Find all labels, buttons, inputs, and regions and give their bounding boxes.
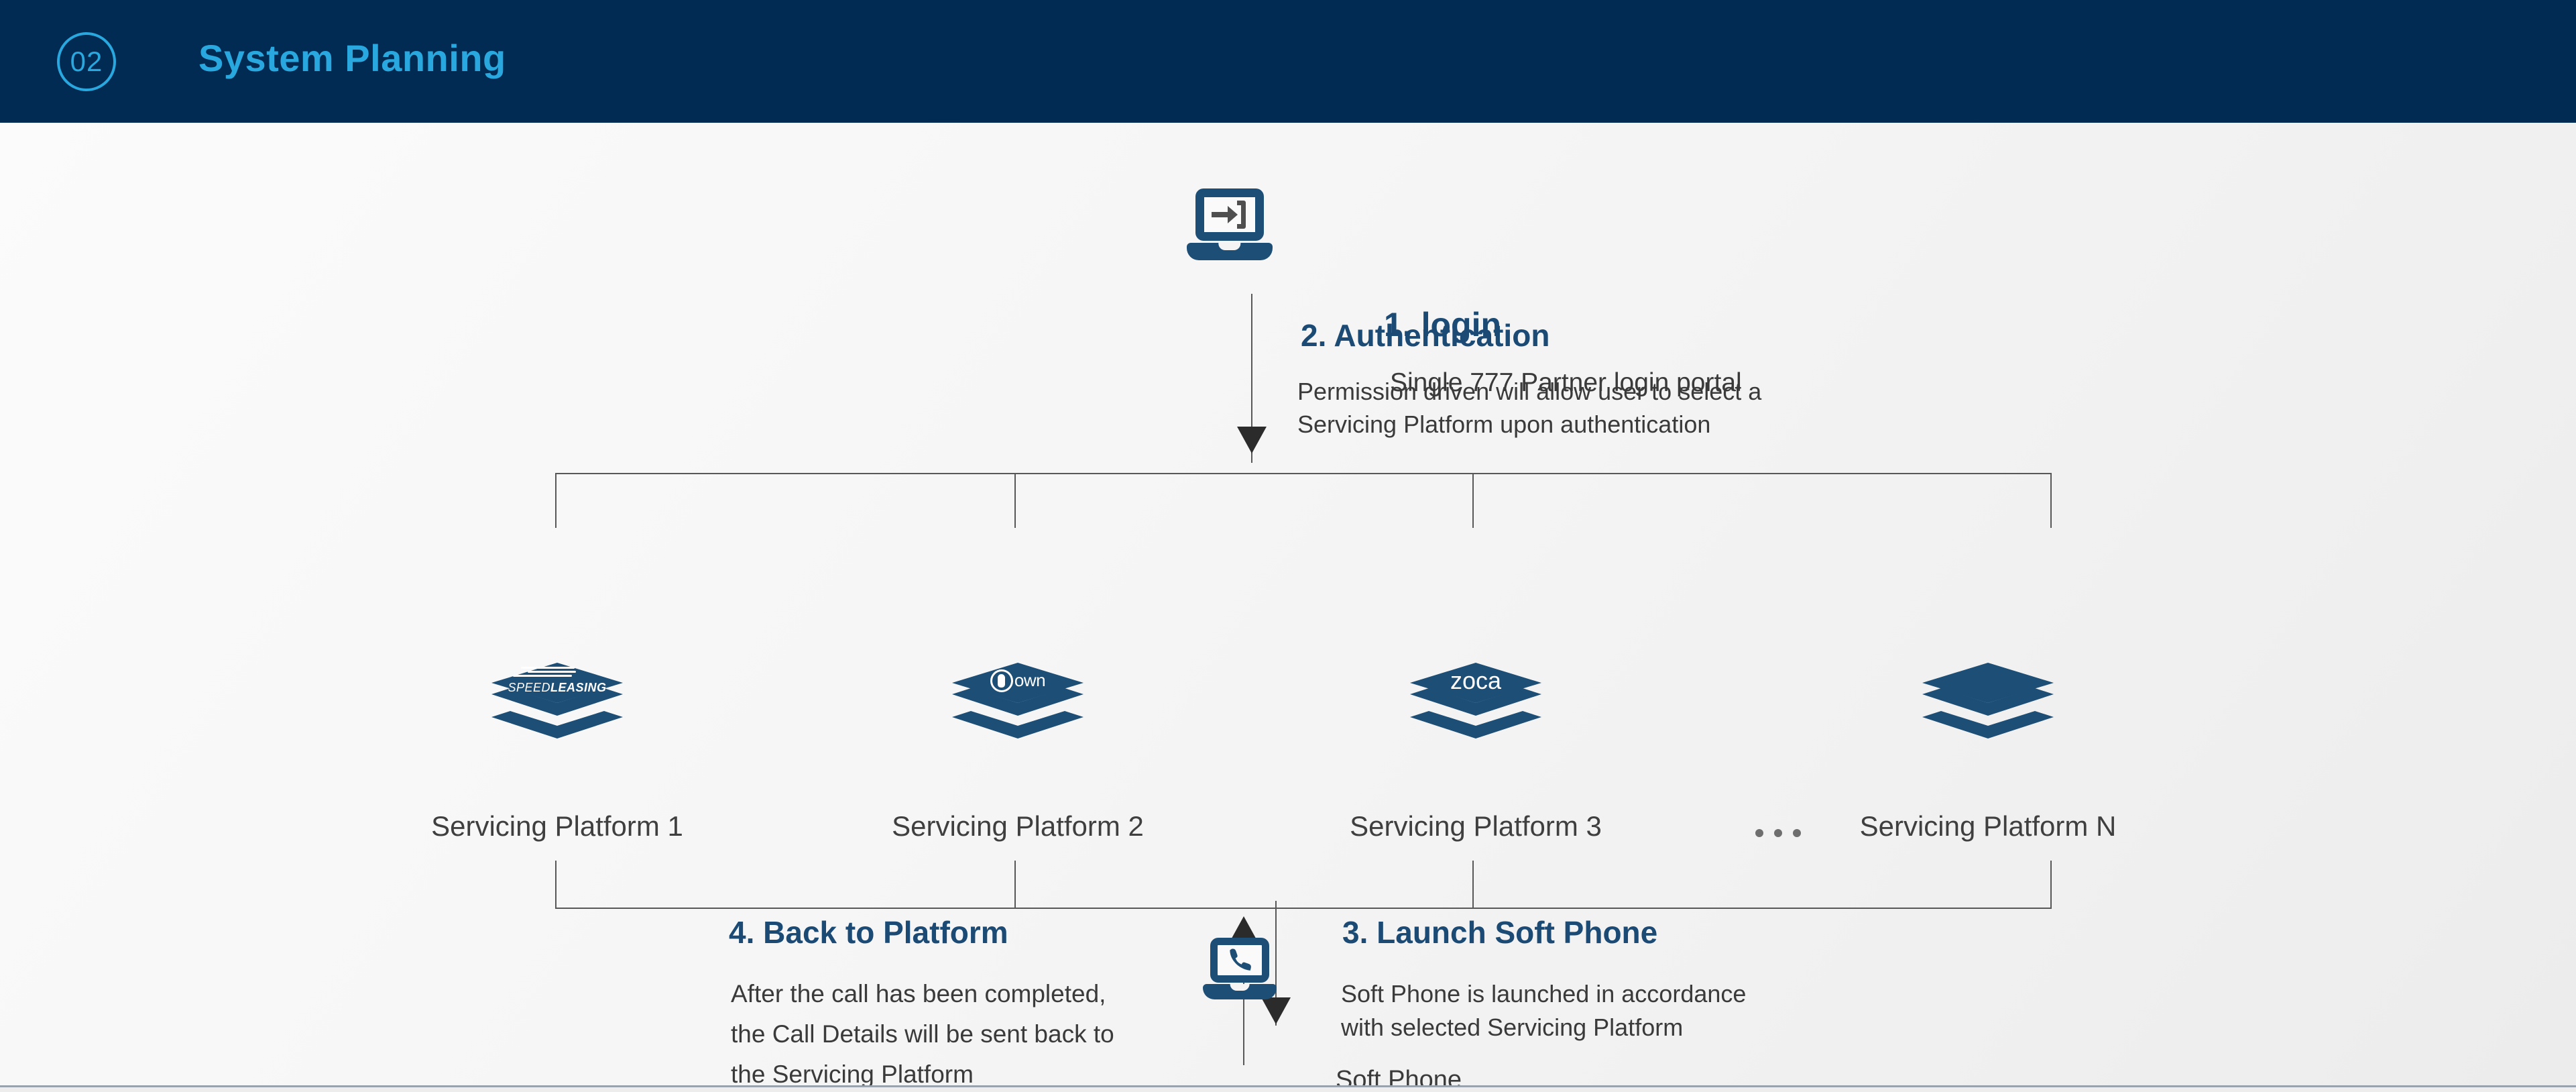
bracket-drop-2 — [1014, 473, 1016, 528]
soft-phone-notch — [1230, 984, 1250, 991]
connector-back-to-platform — [1243, 938, 1244, 1065]
step-1-title: 1. login — [1384, 306, 1501, 343]
platform-label-1: Servicing Platform 1 — [431, 810, 683, 842]
platform-stack-icon-1[interactable]: SPEEDLEASING — [490, 663, 624, 749]
soft-phone-base — [1202, 984, 1277, 999]
slide-canvas: 1. login Single 777 Partner login portal… — [0, 123, 2576, 1087]
step-3-body-line-1: Soft Phone is launched in accordance — [1341, 980, 1747, 1007]
laptop-base — [1186, 243, 1273, 260]
laptop-login-icon — [1186, 188, 1273, 260]
platform-stack-icon-3[interactable]: zoca — [1409, 663, 1543, 749]
arrow-head-down-main — [1237, 427, 1267, 453]
step-4-body-line-1: After the call has been completed, — [731, 980, 1106, 1007]
step-2-title: 2. Authentication — [1301, 318, 1550, 353]
platform-label-3: Servicing Platform 3 — [1350, 810, 1602, 842]
section-number: 02 — [70, 46, 103, 77]
step-1-body: Single 777 Partner login portal — [1390, 368, 1742, 397]
step-4-body-line-2: the Call Details will be sent back to — [731, 1020, 1114, 1048]
soft-phone-screen — [1210, 938, 1269, 983]
step-2-body-line-1: Permission driven will allow user to sel… — [1297, 378, 1762, 405]
bracket-rise-4 — [2050, 861, 2052, 909]
connector-launch-soft-phone — [1275, 901, 1277, 1026]
bracket-drop-4 — [2050, 473, 2052, 528]
bracket-rise-2 — [1014, 861, 1016, 909]
page-title: System Planning — [198, 37, 506, 79]
step-3-body-line-2: with selected Servicing Platform — [1341, 1014, 1684, 1041]
arrow-head-down-softphone — [1261, 997, 1291, 1024]
bracket-rise-1 — [555, 861, 557, 909]
bracket-drop-1 — [555, 473, 557, 528]
slide-header: 02 System Planning — [0, 0, 2576, 123]
step-4-body-line-3: the Servicing Platform — [731, 1060, 974, 1087]
platform-stack-icon-2[interactable]: own — [951, 663, 1085, 749]
laptop-phone-icon — [1202, 938, 1277, 999]
bracket-drop-3 — [1472, 473, 1474, 528]
phone-handset-icon — [1218, 945, 1262, 975]
platform-ellipsis-icon — [1755, 829, 1801, 837]
platform-bracket-bottom — [555, 908, 2052, 909]
laptop-screen — [1195, 188, 1264, 241]
soft-phone-title: Soft Phone — [1336, 1066, 1462, 1087]
connector-login-to-platforms — [1251, 294, 1252, 463]
step-4-title: 4. Back to Platform — [729, 915, 1008, 950]
platform-label-n: Servicing Platform N — [1859, 810, 2117, 842]
bracket-rise-3 — [1472, 861, 1474, 909]
login-arrow-icon — [1204, 197, 1255, 232]
section-number-badge: 02 — [57, 32, 116, 91]
platform-stack-icon-n[interactable] — [1921, 663, 2055, 749]
platform-bracket-top — [555, 473, 2052, 474]
step-2-body-line-2: Servicing Platform upon authentication — [1297, 411, 1711, 438]
laptop-notch — [1218, 243, 1241, 250]
step-3-title: 3. Launch Soft Phone — [1342, 915, 1658, 950]
platform-label-2: Servicing Platform 2 — [892, 810, 1144, 842]
